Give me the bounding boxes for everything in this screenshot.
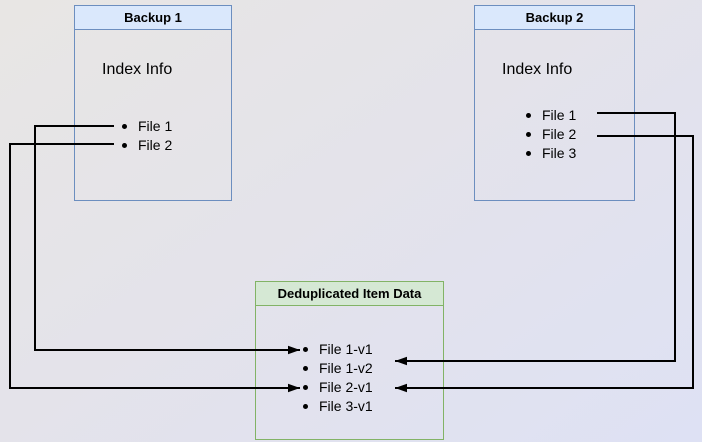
dedup-title: Deduplicated Item Data [256,282,443,306]
dedup-file-list: File 1-v1 File 1-v2 File 2-v1 File 3-v1 [301,340,373,416]
list-item: File 3 [524,144,576,163]
backup1-index-info-label: Index Info [102,61,173,78]
list-item: File 2 [524,125,576,144]
list-item: File 2-v1 [301,378,373,397]
list-item: File 1 [120,117,172,136]
list-item: File 2 [120,136,172,155]
backup2-title: Backup 2 [475,6,634,30]
backup2-box: Backup 2 [474,5,635,201]
list-item: File 1-v1 [301,340,373,359]
backup1-file-list: File 1 File 2 [120,117,172,155]
list-item: File 1-v2 [301,359,373,378]
list-item: File 3-v1 [301,397,373,416]
backup1-box: Backup 1 [74,5,232,201]
backup2-index-info-label: Index Info [502,61,573,78]
list-item: File 1 [524,106,576,125]
backup1-title: Backup 1 [75,6,231,30]
backup2-file-list: File 1 File 2 File 3 [524,106,576,163]
